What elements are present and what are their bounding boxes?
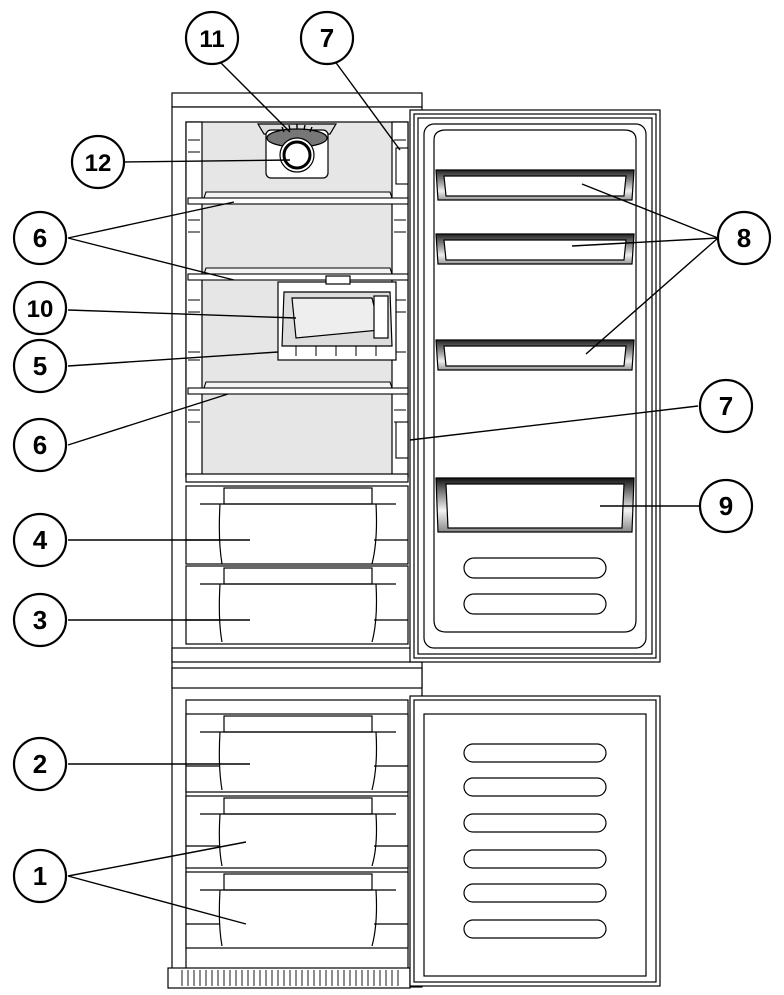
callout-9: 9 <box>698 478 754 534</box>
callouts: 1 2 3 4 5 6 6 7 7 8 9 10 11 12 <box>12 10 772 904</box>
callout-7-right-label: 7 <box>719 391 733 421</box>
callout-3-label: 3 <box>33 605 47 635</box>
light-and-thermostat <box>256 123 338 179</box>
callout-4-label: 4 <box>33 525 48 555</box>
callout-3: 3 <box>12 592 68 648</box>
callout-6-lower-label: 6 <box>33 430 47 460</box>
door-balconies <box>435 169 635 615</box>
callout-5: 5 <box>12 338 68 394</box>
callout-7-right: 7 <box>698 378 754 434</box>
freezer-door <box>409 695 661 987</box>
glass-shelves <box>187 191 409 395</box>
freezer-drawers <box>185 713 409 949</box>
side-fittings <box>395 147 409 459</box>
callout-10-label: 10 <box>27 296 54 323</box>
chiller-compartment <box>277 275 397 361</box>
callout-5-label: 5 <box>33 351 47 381</box>
callout-1-label: 1 <box>33 861 47 891</box>
callout-2-label: 2 <box>33 749 47 779</box>
callout-11: 11 <box>184 10 240 66</box>
callout-4: 4 <box>12 512 68 568</box>
callout-11-label: 11 <box>199 26 224 53</box>
callout-7-top: 7 <box>299 10 355 66</box>
callout-10: 10 <box>12 280 68 336</box>
callout-7-top-label: 7 <box>320 23 334 53</box>
thermostat-knob <box>282 140 312 170</box>
callout-12-label: 12 <box>85 150 112 177</box>
leader-lines <box>67 59 719 925</box>
callout-1: 1 <box>12 848 68 904</box>
callout-2: 2 <box>12 736 68 792</box>
callout-9-label: 9 <box>719 491 733 521</box>
callout-12: 12 <box>70 134 126 190</box>
callout-8: 8 <box>716 210 772 266</box>
callout-6-lower: 6 <box>12 417 68 473</box>
callout-8-label: 8 <box>737 223 751 253</box>
callout-6-upper: 6 <box>12 210 68 266</box>
base-grille-slots <box>181 970 399 986</box>
callout-6-upper-label: 6 <box>33 223 47 253</box>
